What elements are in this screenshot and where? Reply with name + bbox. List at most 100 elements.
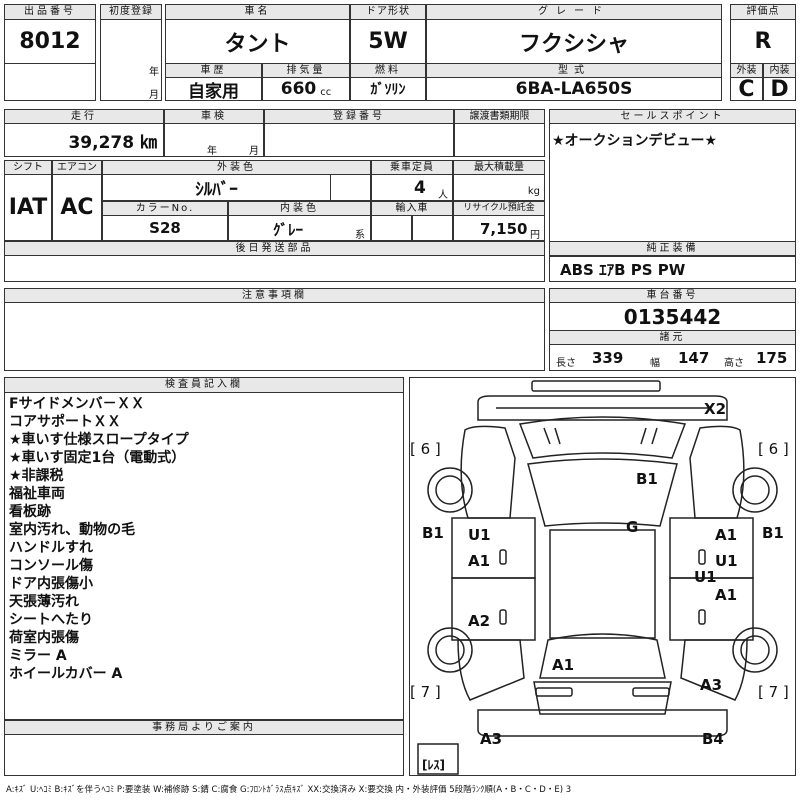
- grade-label: グレード: [426, 4, 722, 20]
- recycle-fee: 7,150: [480, 220, 528, 238]
- damage-a1-right-front: A1: [715, 526, 738, 544]
- door-label: ドア形状: [350, 4, 426, 20]
- inspector-note-line: 天張薄汚れ: [9, 594, 79, 610]
- transfer-deadline: [454, 123, 545, 157]
- recycle-label: リサイクル預託金: [453, 201, 545, 216]
- length-label: 長さ: [556, 358, 576, 369]
- interior-color-label: 内装色: [228, 201, 371, 216]
- inspector-note-line: ★車いす仕様スロープタイプ: [9, 432, 189, 448]
- damage-b1-roof: B1: [636, 470, 658, 488]
- damage-b1-left: B1: [422, 524, 444, 542]
- interior-color: ｸﾞﾚｰ: [273, 221, 304, 239]
- model-label: 型式: [426, 63, 722, 78]
- month-unit: 月: [149, 90, 159, 101]
- notes: [4, 302, 545, 371]
- damage-legend: A:ｷｽﾞ U:ﾍｺﾐ B:ｷｽﾞを伴うﾍｺﾐ P:要塗装 W:補修跡 S:錆 …: [6, 785, 572, 795]
- interior-grade: D: [763, 77, 796, 101]
- import-a: [371, 215, 412, 241]
- year-unit: 年: [149, 67, 159, 78]
- height-value: 175: [756, 349, 788, 367]
- capacity-cell: 4 人: [371, 174, 453, 201]
- chassis-number: 0135442: [549, 302, 796, 331]
- damage-a1-right-rear: A1: [715, 586, 738, 604]
- inspector-note-line: コアサポートＸＸ: [9, 414, 121, 430]
- max-load-unit: kg: [527, 186, 540, 197]
- tire-rear-right: [ 7 ]: [758, 683, 789, 701]
- car-outline: [417, 380, 778, 775]
- inspector-note-line: ハンドルすれ: [9, 540, 93, 556]
- score: R: [730, 19, 796, 64]
- inspector-notes-label: 検査員記入欄: [4, 377, 404, 393]
- damage-b1-right: B1: [762, 524, 784, 542]
- model-code: 6BA-LA650S: [426, 77, 722, 101]
- office-info: [4, 734, 404, 776]
- damage-a3-bottom: A3: [480, 730, 503, 748]
- genuine-equipment-label: 純正装備: [549, 241, 796, 256]
- exterior-grade: C: [730, 77, 763, 101]
- sales-point: ★オークションデビュー★: [549, 123, 796, 257]
- damage-x2: X2: [704, 400, 727, 418]
- later-parts-label: 後日発送部品: [4, 241, 545, 256]
- inspector-note-line: ドア内張傷小: [9, 576, 93, 592]
- sales-point-label: セールスポイント: [549, 109, 796, 124]
- length-value: 339: [592, 349, 624, 367]
- inspector-note-line: 室内汚れ、動物の毛: [9, 522, 136, 538]
- inspector-note-line: Fサイドメンバ－ＸＸ: [9, 396, 145, 412]
- history-label: 車歴: [165, 63, 262, 78]
- score-label: 評価点: [730, 4, 796, 20]
- exterior-color-label: 外装色: [102, 160, 371, 175]
- door-type: 5W: [350, 19, 426, 64]
- exterior-color: ｼﾙﾊﾞｰ: [102, 174, 331, 201]
- mileage-label: 走行: [4, 109, 164, 124]
- later-parts: [4, 255, 545, 282]
- interior-label: 内装: [763, 63, 796, 78]
- tire-front-left: [ 6 ]: [410, 440, 441, 458]
- color-no-label: カラーNo.: [102, 201, 228, 216]
- registration-no: [264, 123, 454, 157]
- inspection-label: 車検: [164, 109, 264, 124]
- car-name-label: 車名: [165, 4, 350, 20]
- displacement: 660: [280, 79, 317, 99]
- damage-u1-left: U1: [468, 526, 491, 544]
- recycle-unit: 円: [530, 230, 540, 241]
- capacity-label: 乗車定員: [371, 160, 453, 175]
- shift-label: シフト: [4, 160, 52, 175]
- displacement-unit: cc: [320, 86, 332, 98]
- inspector-note-line: コンソール傷: [9, 558, 93, 574]
- fuel: ｶﾞｿﾘﾝ: [350, 77, 426, 101]
- damage-a1-rear: A1: [552, 656, 575, 674]
- displacement-label: 排気量: [262, 63, 350, 78]
- damage-diagram: X2 [ 6 ] [ 6 ] B1 G B1 B1 U1 A1 A1 U1 U1…: [409, 377, 796, 776]
- inspector-note-line: 福祉車両: [9, 486, 65, 502]
- max-load: kg: [453, 174, 545, 201]
- notes-label: 注意事項欄: [4, 288, 545, 303]
- damage-a3-rear-right: A3: [700, 676, 723, 694]
- spare-tire-label: [ﾚｽ]: [422, 758, 445, 772]
- recycle-cell: 7,150 円: [453, 215, 545, 241]
- specs: 長さ 339 幅 147 高さ 175: [549, 344, 796, 371]
- damage-b4: B4: [702, 730, 724, 748]
- mileage: 39,278 ㎞: [4, 123, 164, 157]
- grade: フクシシャ: [426, 19, 722, 64]
- inspector-note-line: シートへたり: [9, 612, 93, 628]
- max-load-label: 最大積載量: [453, 160, 545, 175]
- first-registration: 年 月: [100, 19, 162, 101]
- history: 自家用: [165, 77, 262, 101]
- inspector-note-line: ★車いす固定1台（電動式）: [9, 450, 186, 466]
- chassis-label: 車台番号: [549, 288, 796, 303]
- inspector-note-line: ★非課税: [9, 468, 64, 484]
- damage-u1-right: U1: [715, 552, 738, 570]
- registration-no-label: 登録番号: [264, 109, 454, 124]
- inspection-month-unit: 月: [249, 146, 259, 157]
- aircon: AC: [52, 174, 102, 241]
- specs-label: 諸元: [549, 330, 796, 345]
- lot-number: 8012: [4, 19, 96, 64]
- damage-a2-left: A2: [468, 612, 491, 630]
- inspector-notes-list: Fサイドメンバ－ＸＸ コアサポートＸＸ ★車いす仕様スロープタイプ ★車いす固定1台（…: [9, 395, 399, 683]
- inspector-note-line: ホイールカバー A: [9, 666, 123, 682]
- first-registration-label: 初度登録: [100, 4, 162, 20]
- capacity: 4: [414, 178, 426, 198]
- tire-rear-left: [ 7 ]: [410, 683, 441, 701]
- inspection-date: 年 月: [164, 123, 264, 157]
- color-no: S28: [102, 215, 228, 241]
